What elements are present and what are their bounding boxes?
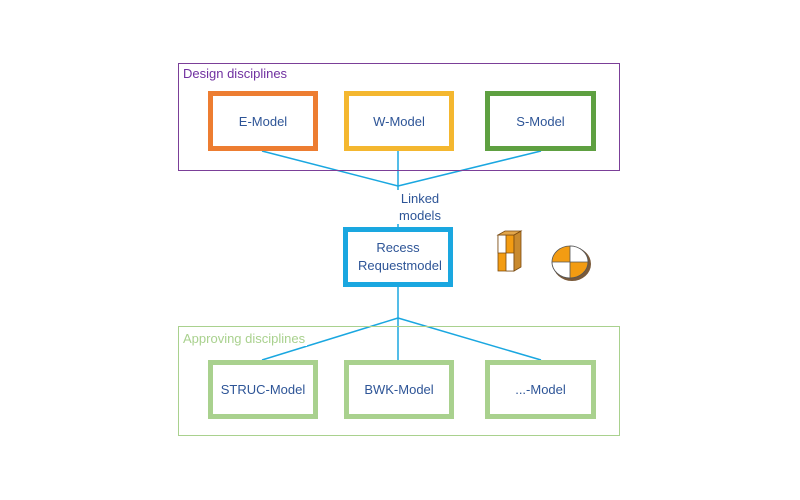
sphere-recess-icon [551,245,591,281]
w-model-box: W-Model [344,91,454,151]
recess-requestmodel-box: Recess Requestmodel [343,227,453,287]
connector-s-model [397,150,542,187]
approving-disciplines-title: Approving disciplines [181,331,308,346]
e-model-label: E-Model [238,113,288,129]
connector-e-model [261,150,399,187]
etc-model-box: ...-Model [485,360,596,419]
bwk-model-label: BWK-Model [364,382,434,397]
cube-recess-icon [496,230,523,272]
bwk-model-box: BWK-Model [344,360,454,419]
s-model-box: S-Model [485,91,596,151]
w-model-label: W-Model [373,113,425,129]
s-model-label: S-Model [516,113,565,129]
struc-model-label: STRUC-Model [220,382,306,397]
recess-requestmodel-label: Recess Requestmodel [358,240,442,273]
connector-etc-model [397,317,542,361]
etc-model-label: ...-Model [515,382,566,397]
e-model-box: E-Model [208,91,318,151]
struc-model-box: STRUC-Model [208,360,318,419]
approving-disciplines-group [178,326,620,436]
design-disciplines-title: Design disciplines [181,66,290,81]
linked-models-label: Linked models [392,190,448,224]
design-disciplines-group [178,63,620,171]
connector-struc-model [261,317,399,361]
